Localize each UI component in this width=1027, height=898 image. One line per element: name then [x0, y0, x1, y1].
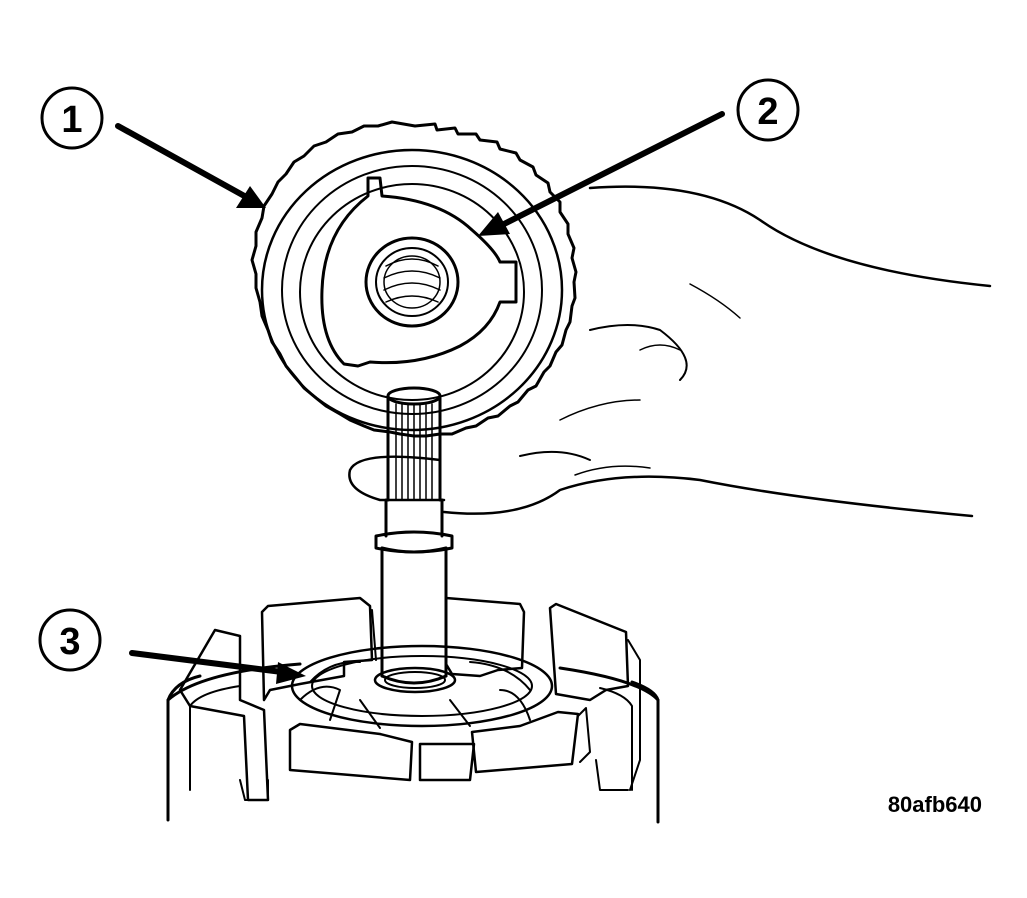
- callout-3: 3: [38, 608, 102, 672]
- callout-2-number: 2: [757, 91, 778, 133]
- figure-id-label: 80afb640: [888, 792, 982, 817]
- callout-1-number: 1: [61, 99, 82, 141]
- hand: [348, 185, 992, 518]
- callout-3-arrow: [129, 650, 306, 684]
- callout-3-number: 3: [59, 621, 80, 663]
- thrust-plate: [320, 176, 518, 368]
- callout-2-arrow: [478, 111, 725, 236]
- callout-2: 2: [736, 78, 800, 142]
- callout-arrows: [115, 111, 725, 684]
- callout-1-arrow: [115, 123, 266, 208]
- housing-drum: [166, 596, 660, 824]
- planetary-carrier: [290, 644, 554, 729]
- callout-1: 1: [40, 86, 104, 150]
